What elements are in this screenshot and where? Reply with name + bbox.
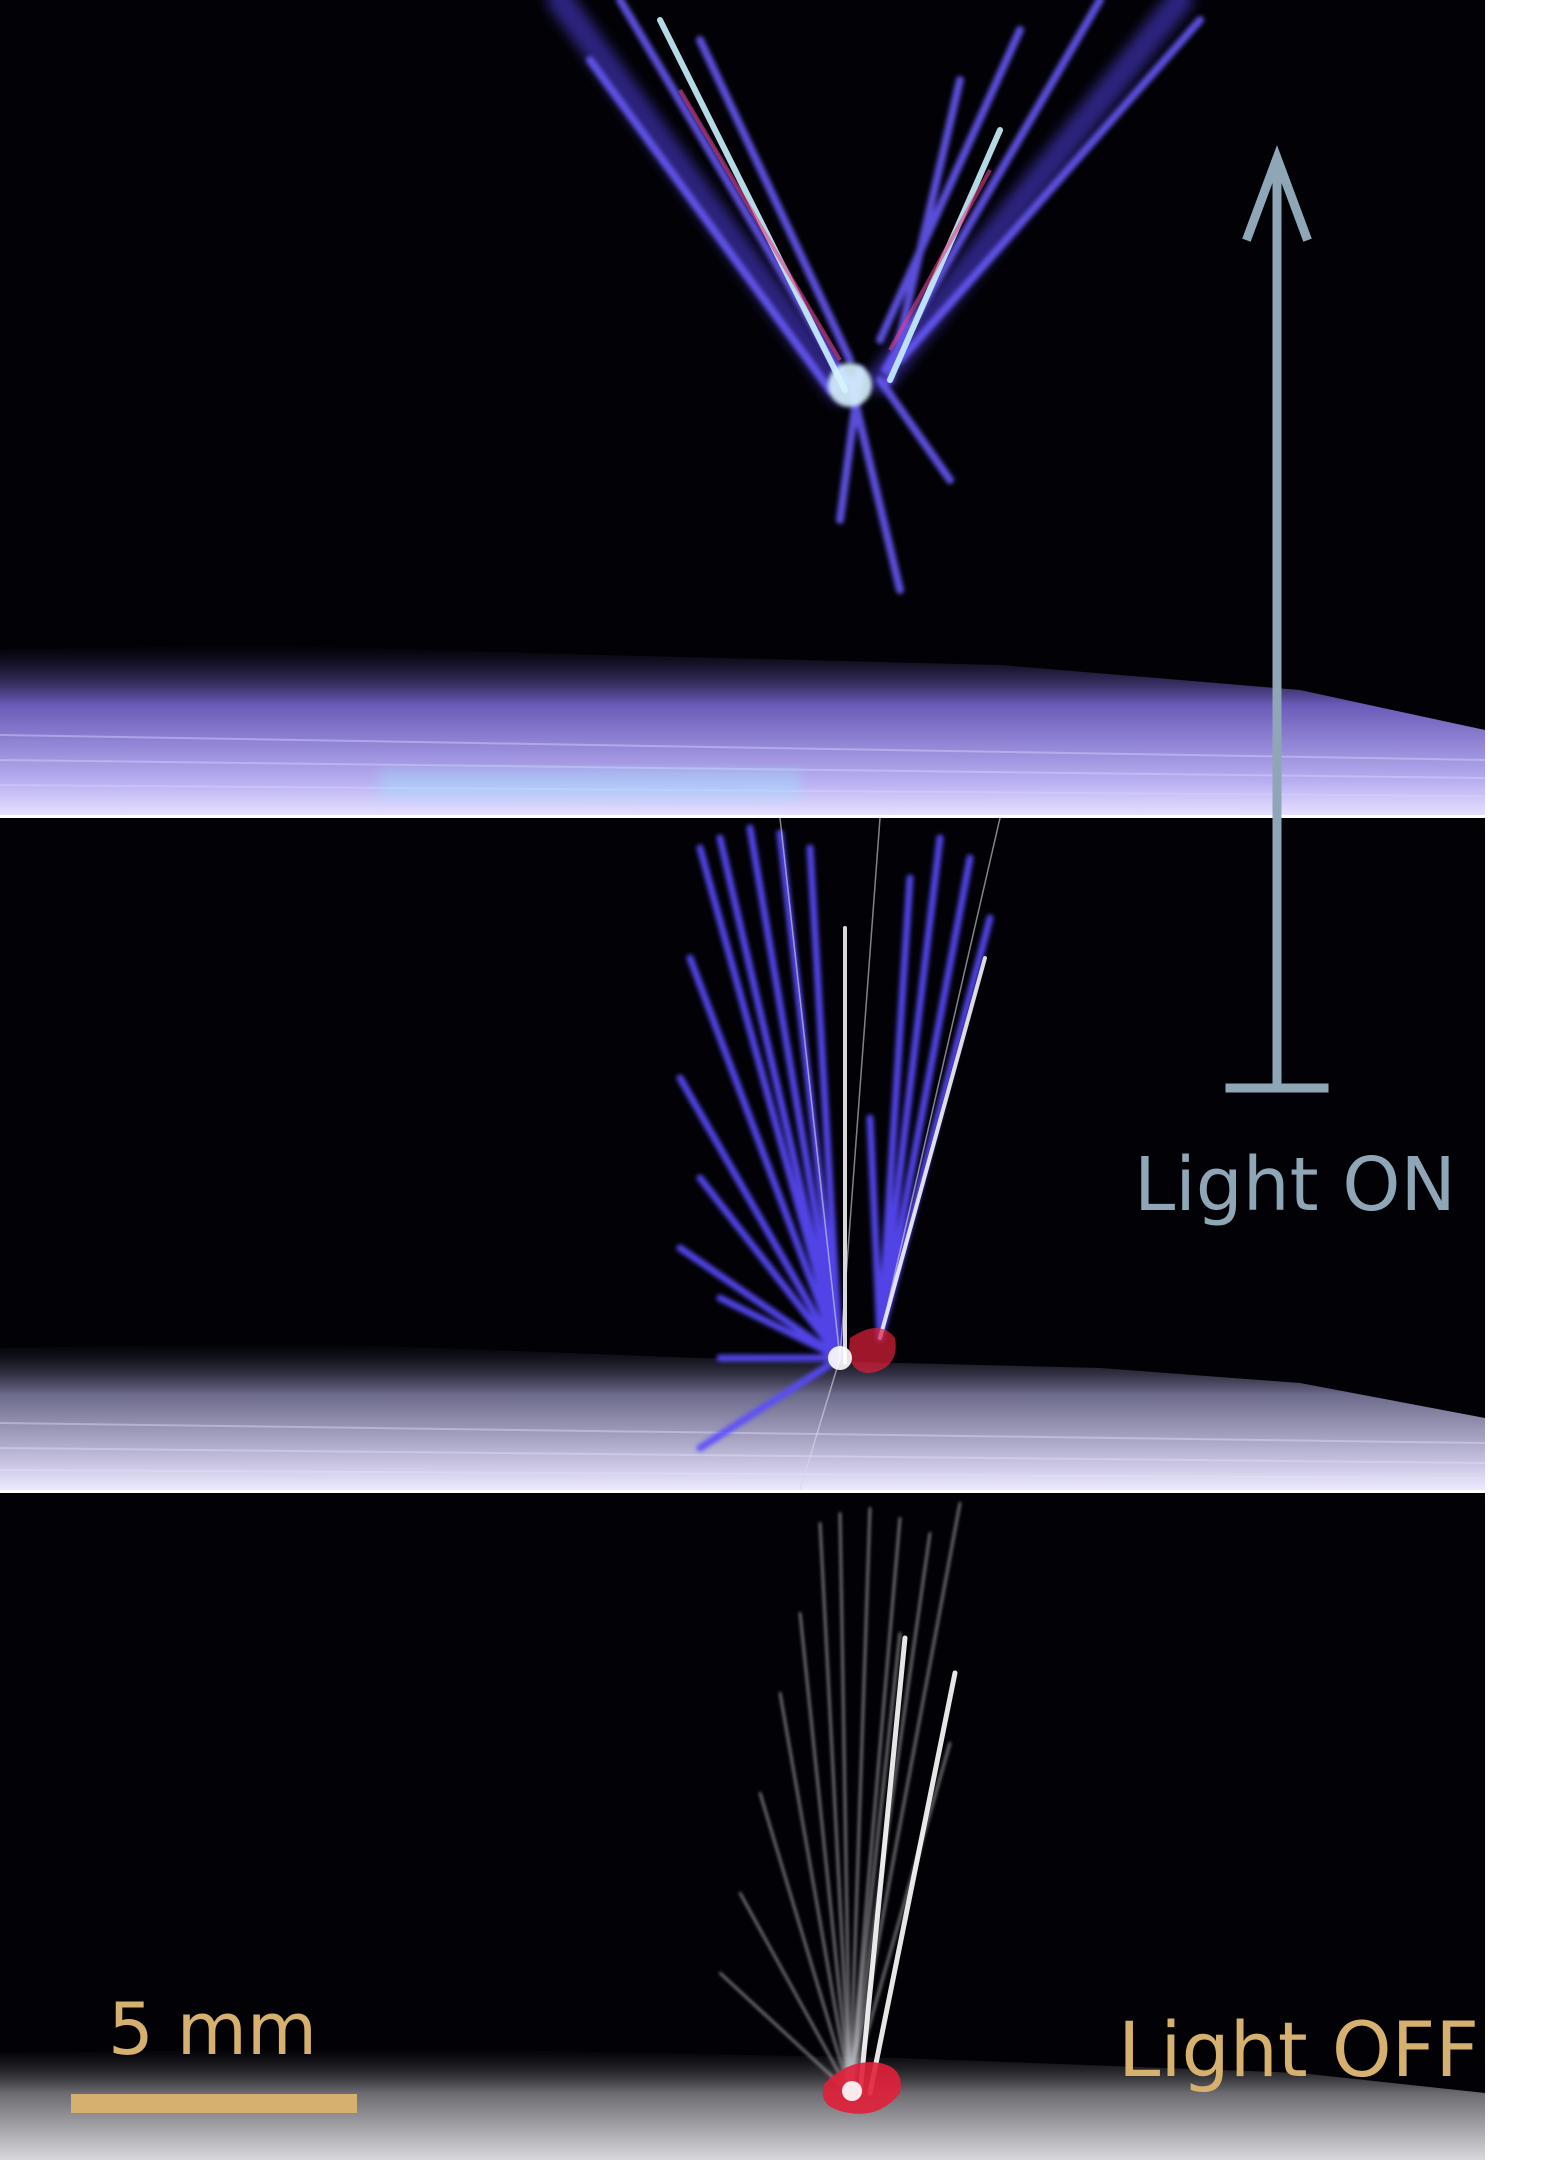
surface-texture bbox=[0, 734, 1485, 809]
bottom-frame-scene bbox=[0, 1502, 1485, 2160]
table-surface bbox=[0, 1343, 1485, 1490]
resting-fiber-bundle bbox=[719, 1502, 961, 2114]
bottom-frame-resting bbox=[0, 1493, 1485, 2160]
scale-bar-label: 5 mm bbox=[108, 1987, 317, 2071]
middle-frame-scene bbox=[0, 818, 1485, 1490]
top-frame-scene bbox=[0, 0, 1485, 815]
light-off-label: Light OFF bbox=[1118, 2005, 1480, 2094]
table-surface bbox=[0, 645, 1485, 815]
red-base bbox=[849, 1328, 896, 1373]
scale-bar bbox=[71, 2094, 357, 2113]
top-frame-airborne bbox=[0, 0, 1485, 815]
takeoff-fiber-bundle bbox=[676, 818, 1001, 1490]
table-surface bbox=[0, 2048, 1485, 2160]
airborne-fiber-bundle bbox=[547, 0, 1204, 594]
light-on-label: Light ON bbox=[1134, 1142, 1456, 1228]
surface-texture bbox=[0, 1422, 1485, 1479]
red-base bbox=[822, 2062, 901, 2114]
middle-frame-takeoff bbox=[0, 818, 1485, 1490]
